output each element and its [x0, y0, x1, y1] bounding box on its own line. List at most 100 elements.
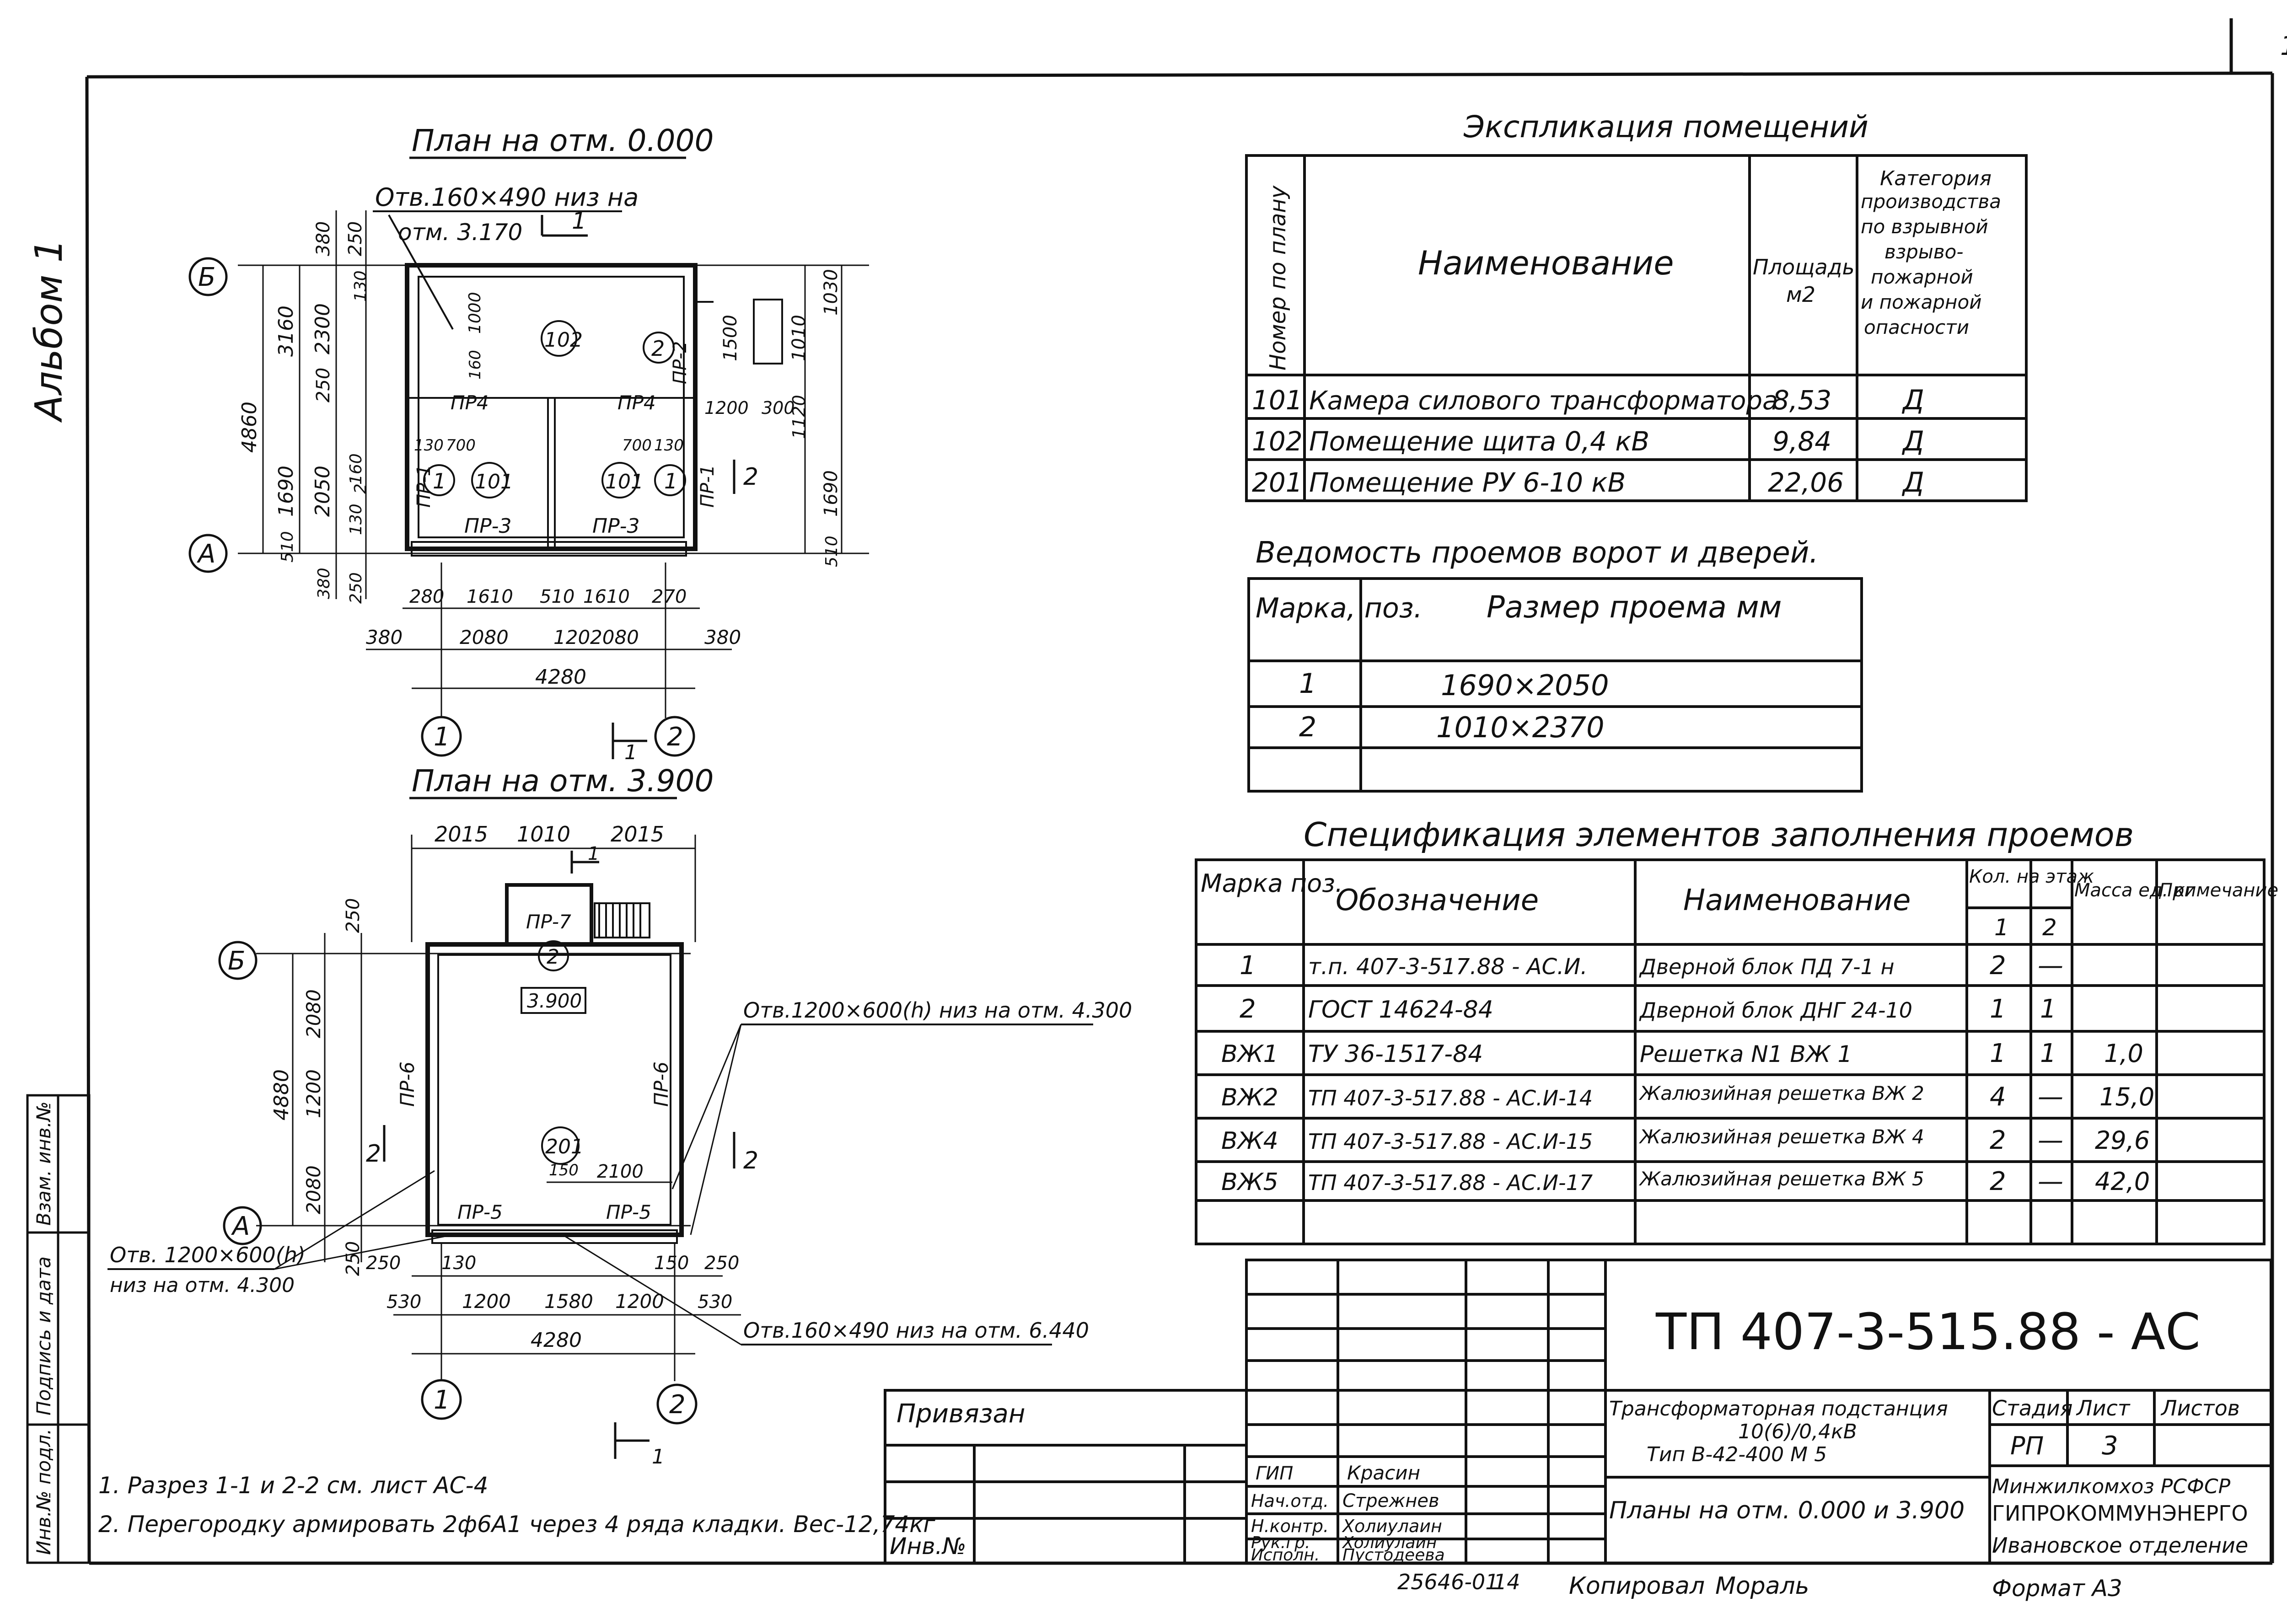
plan1-section-2: 2 [743, 463, 758, 491]
plan1-pr2: ПР-2 [670, 341, 691, 384]
openings-r1-size: 1690×2050 [1441, 669, 1609, 702]
openings-title: Ведомость проемов ворот и дверей. [1256, 536, 1819, 570]
openings-r2-size: 1010×2370 [1436, 711, 1605, 744]
plan1-dim-130c: 130 [414, 436, 444, 455]
spec-r5-mark: ВЖ4 [1221, 1127, 1278, 1155]
plan1-door-1a: 1 [433, 469, 446, 493]
explication-table: Экспликация помещений Номер по плану Наи… [1245, 109, 2028, 502]
plan2-dim-250b: 250 [343, 1241, 364, 1276]
explication-h-area-2: м2 [1786, 282, 1815, 307]
tb-org-1: Минжилкомхоз РСФСР [1992, 1475, 2231, 1498]
plan2-b2-1200a: 1200 [462, 1290, 511, 1313]
stamp-inv-podl: Инв.№ подл. [32, 1429, 55, 1555]
plan2-room-201: 201 [545, 1135, 584, 1158]
explication-r1-cat: Д [1901, 384, 1924, 416]
tb-org-2: ГИПРОКОММУНЭНЕРГО [1992, 1501, 2248, 1526]
tb-privyazan: Привязан [897, 1399, 1025, 1429]
plan2-door-2: 2 [547, 945, 559, 969]
plan1-pr3a: ПР-3 [464, 515, 512, 538]
spec-r3-mass: 1,0 [2104, 1039, 2143, 1068]
plan1-dim-250c: 250 [347, 572, 365, 604]
tb-name-2: Стрежнев [1342, 1490, 1439, 1511]
spec-r3-q1: 1 [1990, 1039, 2006, 1068]
explication-r2-num: 102 [1252, 426, 1303, 457]
spec-table: Спецификация элементов заполнения проемо… [1195, 815, 2278, 1245]
plan2-top-2015b: 2015 [611, 822, 664, 847]
explication-r3-name: Помещение РУ 6-10 кВ [1309, 467, 1626, 498]
tb-project-3: Тип В-42-400 М 5 [1647, 1443, 1827, 1466]
spec-h-qty: Кол. на этаж [1969, 866, 2094, 887]
plan2-dim-250a: 250 [343, 898, 364, 933]
spec-r2-q2: 1 [2040, 994, 2056, 1024]
plan1-b1-1610b: 1610 [583, 586, 630, 607]
plan1-pr1a: ПР-1 [413, 465, 435, 508]
plan1-dim-r1200: 1200 [704, 398, 749, 418]
spec-r6-mark: ВЖ5 [1221, 1168, 1278, 1196]
stamp-podpis: Подпись и дата [32, 1256, 55, 1415]
plan1-room-101a: 101 [475, 470, 513, 493]
album-label: Альбом 1 [27, 239, 71, 423]
plan1-dim-1690: 1690 [274, 466, 298, 517]
tb-format: Формат А3 [1992, 1575, 2122, 1602]
plan2-dim-2080b: 2080 [302, 1165, 325, 1214]
spec-r3-mark: ВЖ1 [1221, 1040, 1278, 1068]
tb-role-isp: Исполн. [1251, 1546, 1320, 1565]
tb-name-1: Красин [1347, 1462, 1420, 1484]
spec-h-name: Наименование [1683, 884, 1911, 917]
plan2-dim-4880: 4880 [270, 1069, 293, 1120]
plan1-dim-r1030: 1030 [821, 269, 842, 316]
tb-role-gip: ГИП [1256, 1463, 1293, 1484]
plan1-b1-270: 270 [652, 586, 687, 607]
spec-r4-des: ТП 407-3-517.88 - АС.И-14 [1308, 1086, 1593, 1110]
plan1-dim-r1690: 1690 [821, 470, 842, 517]
spec-r4-name: Жалюзийная решетка ВЖ 2 [1638, 1082, 1924, 1104]
plan1-dim-r1500: 1500 [720, 315, 741, 361]
explication-h-cat-5: пожарной [1871, 266, 1973, 288]
plan1-pr4a: ПР4 [451, 391, 489, 414]
openings-h-size: Размер проема мм [1487, 590, 1782, 625]
spec-r6-q2: — [2038, 1167, 2063, 1196]
plan2-top-1010: 1010 [517, 822, 570, 847]
stamp-vzam: Взам. инв.№ [32, 1101, 55, 1226]
tb-sheet-title: Планы на отм. 0.000 и 3.900 [1609, 1497, 1965, 1524]
title-block: Привязан Инв.№ ТП 407-3-515.88 - АС ГИП … [884, 1259, 2272, 1602]
tb-stage-label: Стадия [1992, 1396, 2072, 1420]
spec-r5-mass: 29,6 [2095, 1126, 2150, 1155]
tb-name-5: Пустодеева [1342, 1546, 1445, 1565]
plan2-note-right-top: Отв.1200×600(h) низ на отм. 4.300 [743, 998, 1132, 1023]
plan2-level-mark: 3.900 [527, 990, 582, 1012]
plan-level-3900: План на отм. 3.900 2015 1010 2015 1 ПР-7 [107, 763, 1132, 1469]
spec-r2-mark: 2 [1240, 994, 1256, 1024]
plan1-dim-130d: 130 [654, 436, 684, 455]
plan1-b2-2080b: 2080 [590, 626, 639, 649]
spec-r4-q2: — [2038, 1082, 2063, 1112]
plan2-axis-b: Б [228, 946, 245, 976]
explication-r2-cat: Д [1901, 425, 1924, 457]
plan1-b2-2080a: 2080 [460, 626, 509, 649]
plan2-b2-1200b: 1200 [615, 1290, 664, 1313]
tb-project-2: 10(6)/0,4кВ [1738, 1420, 1857, 1443]
openings-r2-mark: 2 [1299, 711, 1316, 743]
plan2-title: План на отм. 3.900 [412, 763, 714, 799]
plan2-b1-250b: 250 [704, 1253, 739, 1274]
spec-r1-q1: 2 [1990, 951, 2006, 981]
plan1-pr4b: ПР4 [617, 391, 656, 414]
plan1-opening-note-2: отм. 3.170 [398, 219, 522, 246]
plan1-title: План на отм. 0.000 [412, 123, 714, 158]
spec-r6-q1: 2 [1990, 1167, 2006, 1196]
explication-r3-num: 201 [1252, 467, 1303, 498]
plan1-b2-380b: 380 [704, 626, 741, 649]
plan1-dim-2: 2 [351, 483, 370, 494]
plan2-dim-1200: 1200 [302, 1069, 325, 1118]
plan1-dim-1000: 1000 [466, 292, 484, 334]
explication-r2-area: 9,84 [1772, 426, 1831, 457]
plan2-section-2-right: 2 [743, 1147, 758, 1174]
spec-r3-q2: 1 [2040, 1039, 2056, 1068]
plan1-dim-4860: 4860 [238, 402, 261, 453]
spec-r4-q1: 4 [1990, 1082, 2006, 1112]
spec-r1-mark: 1 [1240, 951, 1256, 981]
spec-r5-name: Жалюзийная решетка ВЖ 4 [1638, 1126, 1924, 1148]
spec-h-mass: Масса ед. кг [2074, 880, 2195, 901]
plan2-total: 4280 [531, 1329, 582, 1352]
spec-r6-mass: 42,0 [2095, 1167, 2150, 1196]
